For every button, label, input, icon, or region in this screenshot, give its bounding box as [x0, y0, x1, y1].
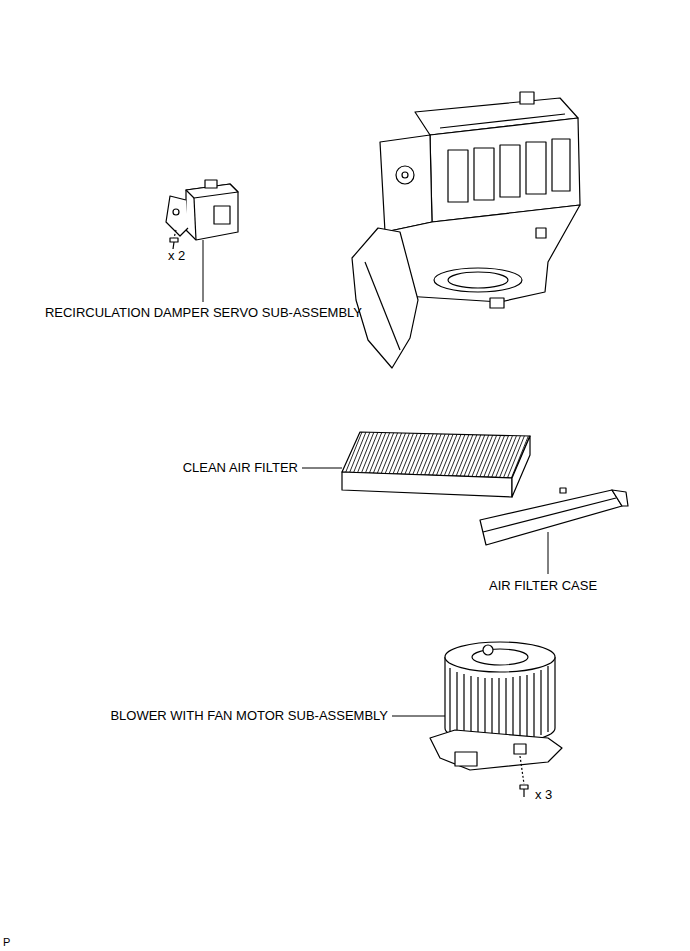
- clean-air-filter: [342, 432, 530, 497]
- air-filter-case: [480, 488, 628, 545]
- screw: [170, 238, 178, 249]
- quantity-note: x 3: [535, 788, 552, 803]
- screw: [520, 785, 528, 797]
- part-name: RECIRCULATION DAMPER SERVO SUB-ASSEMBLY: [45, 306, 362, 321]
- part-name: AIR FILTER CASE: [489, 579, 597, 594]
- page-mark: P: [3, 936, 10, 949]
- part-name: CLEAN AIR FILTER: [183, 461, 298, 476]
- damper-servo: [166, 180, 238, 240]
- part-name: BLOWER WITH FAN MOTOR SUB-ASSEMBLY: [110, 709, 388, 724]
- blower-unit-housing: [352, 92, 580, 368]
- blower-fan-motor: [430, 642, 562, 770]
- quantity-note: x 2: [168, 249, 185, 264]
